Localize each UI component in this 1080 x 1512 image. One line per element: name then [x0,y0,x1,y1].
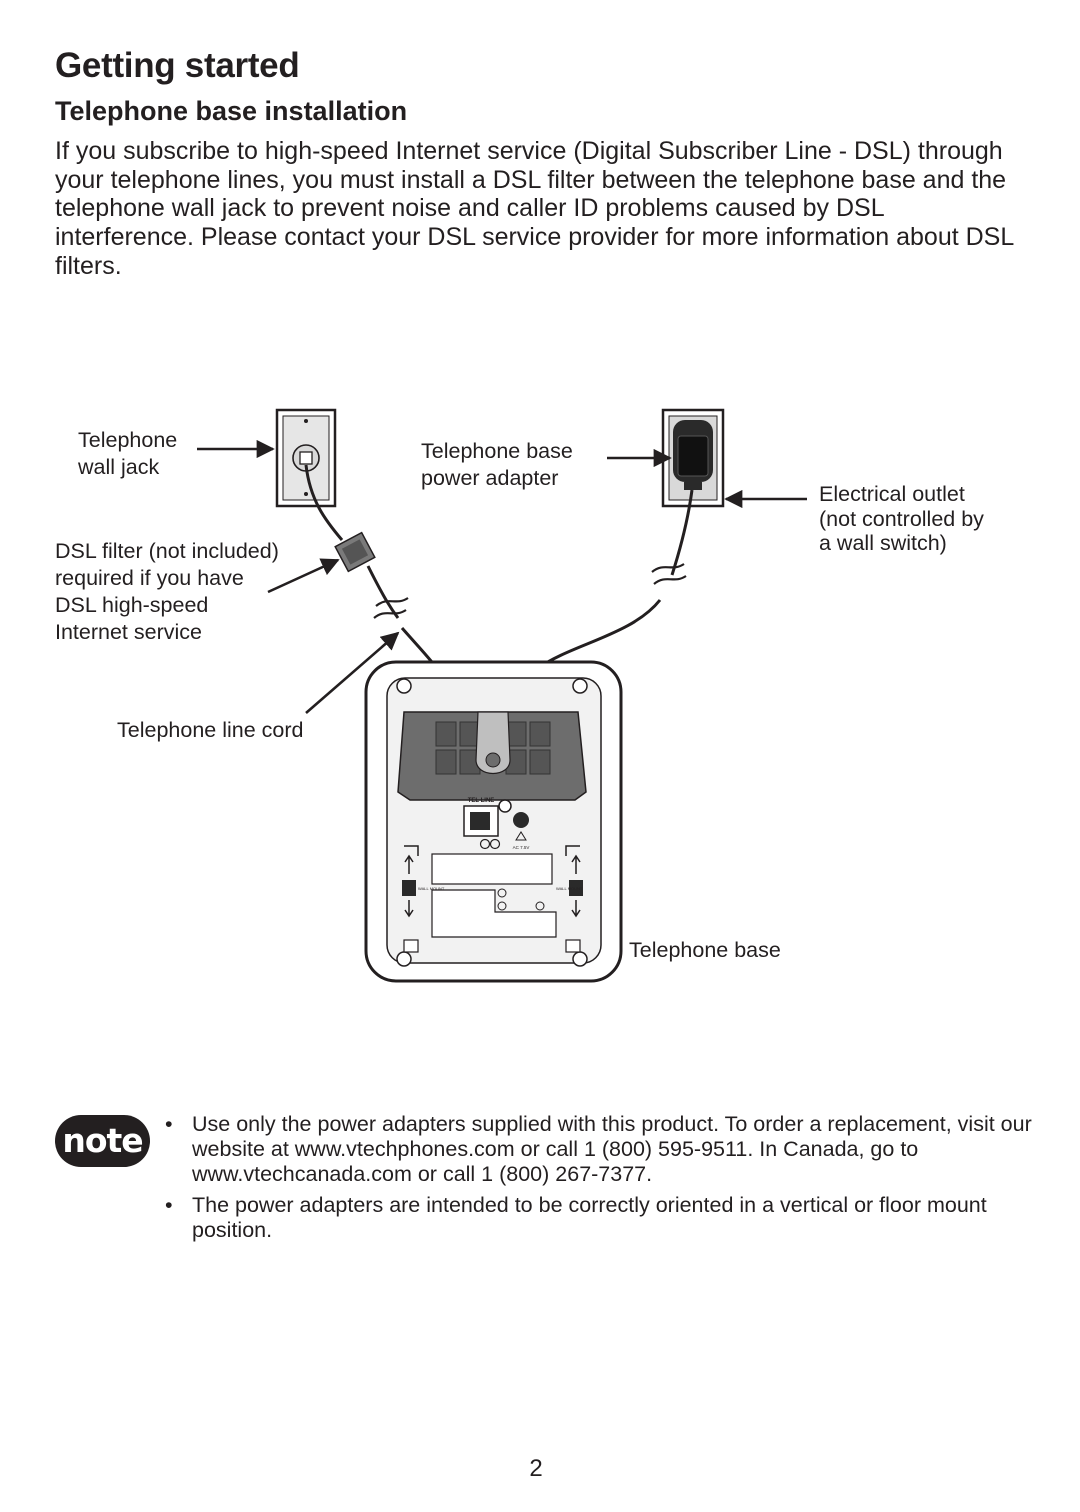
wall-jack-icon [275,408,337,508]
note-text: The power adapters are intended to be co… [192,1193,987,1242]
note-item: • The power adapters are intended to be … [163,1193,1043,1243]
bullet-icon: • [165,1112,173,1136]
arrow-icon [305,631,400,714]
power-adapter-icon [661,408,725,508]
telephone-base-icon: TEL LINE AC 7.5V WALL MOUNT WALL MOUNT [364,660,623,983]
adapter-label: Telephone base power adapter [421,439,573,490]
wall-mount-text-right: WALL MOUNT [556,886,583,891]
bullet-icon: • [165,1193,173,1217]
pointer-arrows [197,439,807,714]
outlet-label: Electrical outlet (not controlled by a w… [819,482,984,555]
arrow-icon [267,558,340,594]
note-list: • Use only the power adapters supplied w… [163,1112,1043,1249]
section-title: Telephone base installation [55,96,408,126]
installation-diagram-graphic: TEL LINE AC 7.5V WALL MOUNT WALL MOUNT [197,408,807,983]
dsl-filter-icon [334,531,376,573]
note-badge: note [55,1115,150,1167]
intro-paragraph: If you subscribe to high-speed Internet … [55,137,1014,280]
cord-break-marks [373,563,687,619]
page-number: 2 [529,1455,543,1482]
telephone-base-label: Telephone base [629,938,781,962]
note-text: Use only the power adapters supplied wit… [192,1112,1032,1186]
installation-diagram: TEL LINE AC 7.5V WALL MOUNT WALL MOUNT T… [0,395,1080,995]
wall-mount-text-left: WALL MOUNT [418,886,445,891]
line-cord-label: Telephone line cord [117,718,304,742]
page-title: Getting started [55,46,300,85]
tel-line-text: TEL LINE [468,798,495,804]
ac-text: AC 7.5V [513,845,530,850]
wall-jack-label: Telephone wall jack [78,428,178,479]
note-item: • Use only the power adapters supplied w… [163,1112,1043,1187]
dsl-filter-label: DSL filter (not included) required if yo… [55,539,279,644]
